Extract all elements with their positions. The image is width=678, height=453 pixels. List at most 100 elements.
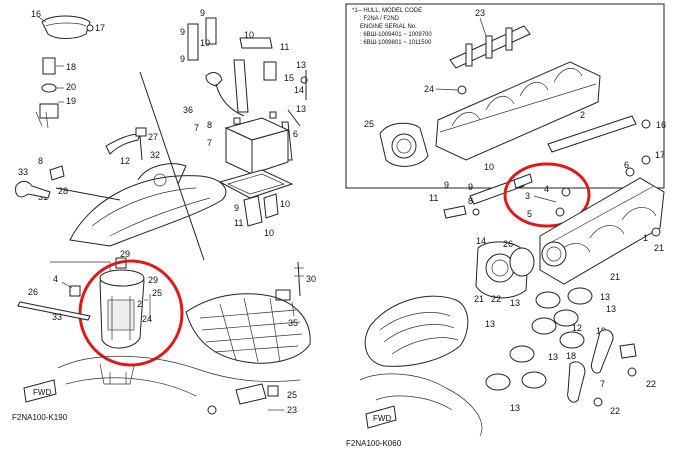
callout-r17: 17: [655, 150, 665, 160]
callout-17: 17: [95, 23, 105, 33]
bracket-set: [187, 17, 277, 113]
callout-4: 29: [120, 249, 130, 259]
callout-7: 7: [194, 123, 199, 133]
callout-31: 32: [150, 150, 160, 160]
part-35-hose: [17, 301, 91, 321]
part-oring: [509, 247, 535, 277]
callout-32: 12: [120, 156, 130, 166]
callout-9a: 9: [200, 8, 205, 18]
part-32-hook: [105, 133, 141, 155]
callout-r22: 22: [491, 294, 501, 304]
callout-11: 11: [280, 42, 289, 52]
callout-5: 29: [148, 275, 158, 285]
intake-grate: [185, 293, 311, 364]
inset-note-line-3: ENGINE SERIAL No.: [360, 24, 417, 30]
part-6-battery: [224, 111, 290, 175]
part-1-intake-manifold: [539, 177, 665, 285]
part-36-terminal: [205, 72, 223, 87]
inset-note-line-5: : 6BШ-1009801 ~ 1011500: [360, 40, 432, 46]
fwd-arrow-right: FWD: [365, 405, 397, 429]
callout-20: 20: [66, 82, 76, 92]
callout-r3: 3: [525, 191, 530, 201]
callout-19: 19: [66, 96, 76, 106]
right-diagram: *1-- HULL, MODEL CODE : F2NA / F2ND ENGI…: [345, 3, 666, 448]
callout-12: 6: [293, 129, 298, 139]
callout-r13b: 13: [510, 298, 520, 308]
fwd-label-right: FWD: [373, 414, 391, 423]
callout-13a: 13: [296, 60, 306, 70]
callout-r6: 6: [624, 160, 629, 170]
callout-r14: 14: [476, 236, 486, 246]
part-24-bracket: [235, 383, 267, 405]
callout-2: 24: [142, 314, 152, 324]
callout-r13c: 13: [600, 292, 610, 302]
callout-8: 8: [207, 120, 212, 130]
callout-r22b: 22: [610, 406, 620, 416]
callout-1: 25: [152, 288, 162, 298]
callout-18: 18: [66, 62, 76, 72]
callout-r10: 10: [484, 162, 494, 172]
diagram-code-left: F2NA100-K190: [12, 413, 68, 422]
part-18-filter: [42, 57, 56, 75]
callout-r13d: 13: [606, 304, 616, 314]
part-19-connector: [39, 103, 59, 119]
callout-24: 25: [287, 390, 297, 400]
callout-r21c: 21: [474, 294, 484, 304]
callout-r13e: 13: [548, 352, 558, 362]
callout-r2: 2: [580, 110, 585, 120]
callout-r13a: 13: [485, 319, 495, 329]
callout-10: 10: [244, 30, 254, 40]
callout-27: 8: [38, 156, 43, 166]
callout-r11: 11: [429, 193, 438, 203]
inset-note-line-4: : 6BШ-1009401 ~ 1009700: [360, 32, 432, 38]
callout-r16: 16: [656, 120, 666, 130]
callout-9b: 9: [180, 54, 185, 64]
diagram-code-right: F2NA100-K060: [346, 439, 402, 448]
callout-15: 15: [284, 73, 294, 83]
callout-10d: 10: [264, 228, 274, 238]
callout-r13f: 13: [510, 403, 520, 413]
callout-r18: 18: [566, 351, 576, 361]
part-19-mount: [591, 329, 614, 374]
callout-r1: 1: [643, 233, 648, 243]
part-28-lever: [15, 181, 51, 199]
inset-throttle-body: [379, 122, 429, 167]
callout-9d: 9: [234, 203, 239, 213]
callout-10b: 10: [200, 38, 210, 48]
inset-intake-manifold: [435, 61, 601, 161]
part-r-hose-clip: [513, 173, 533, 189]
part-10-hose: [469, 177, 525, 205]
callout-r22c: 22: [646, 379, 656, 389]
callout-r7: 7: [600, 379, 605, 389]
callout-9c: 9: [180, 27, 185, 37]
callout-r9a: 9: [468, 182, 473, 192]
battery-tray: [218, 169, 294, 199]
part-20-mount: [567, 361, 586, 403]
part-1-fuel-pump-assembly: [99, 257, 145, 349]
callout-r25: 25: [364, 119, 374, 129]
callout-11b: 11: [234, 218, 243, 228]
callout-r8: 8: [468, 196, 473, 206]
callout-10c: 10: [280, 199, 290, 209]
highlight-circle-pressure-regulator: [503, 162, 591, 228]
callout-33a: 27: [148, 132, 158, 142]
hose-clamps: [485, 287, 593, 391]
callout-r4: 4: [544, 184, 549, 194]
callout-r9b: 9: [444, 180, 449, 190]
highlight-circle-fuel-pump: [78, 259, 184, 367]
callout-34: 33: [52, 312, 62, 322]
callout-28: 33: [18, 167, 28, 177]
callout-23: 23: [287, 405, 297, 415]
callout-r21a: 21: [654, 243, 664, 253]
callout-6: 7: [207, 138, 212, 148]
callout-35: 26: [28, 287, 38, 297]
callout-36: 36: [183, 105, 193, 115]
inset-note-line-2: : F2NA / F2ND: [360, 16, 400, 22]
left-diagram: 16 17 18 20 19 9 10 11 9 10 9 15: [12, 8, 316, 422]
part-16-cap: [41, 15, 94, 39]
part-2-fuel-rail: [547, 115, 637, 153]
callout-25: 35: [288, 318, 298, 328]
callout-16: 16: [31, 9, 41, 19]
callout-r23: 23: [475, 8, 485, 18]
